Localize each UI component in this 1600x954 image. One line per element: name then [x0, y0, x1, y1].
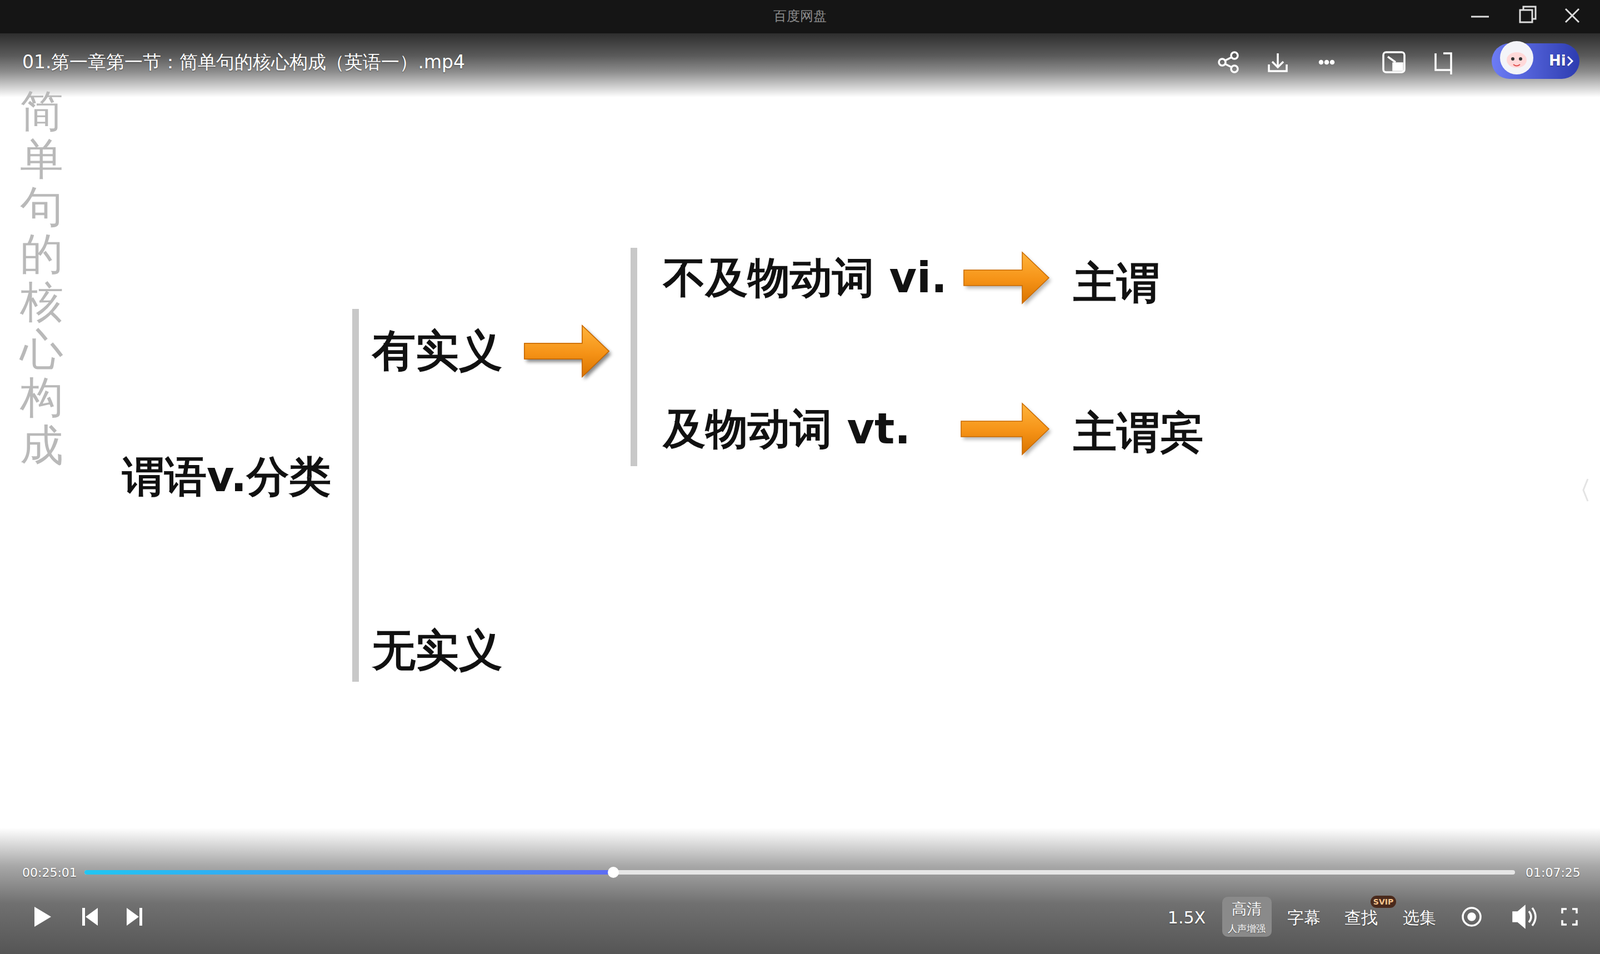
- progress-bar: [84, 866, 1515, 878]
- subtitle-button: 字幕: [1287, 907, 1321, 928]
- total-time: 01:07:25: [1525, 865, 1581, 880]
- app-title: 百度网盘: [773, 8, 827, 25]
- flow-arrow: [524, 325, 662, 429]
- vertical-title: 简单句的核心构成: [20, 87, 64, 469]
- node-text: 谓语v.分类: [122, 451, 332, 502]
- mind-map-node: 主谓: [1073, 257, 1160, 310]
- flow-arrow: [963, 252, 1052, 307]
- mind-map-node: 及物动词 vt.: [663, 403, 911, 454]
- assistant-greeting: Hi: [1548, 52, 1567, 70]
- speed-button: 1.5X: [1167, 907, 1206, 928]
- video-file-name: 01.第一章第一节：简单句的核心构成（英语一）.mp4: [22, 51, 465, 74]
- mind-map-node: 主谓宾: [1073, 406, 1204, 459]
- side-chevron: [1583, 478, 1588, 502]
- bracket-lines: [352, 247, 638, 682]
- control-bar: [0, 827, 1600, 954]
- node-text: 主谓宾: [1073, 406, 1204, 459]
- episodes-button: 选集: [1402, 907, 1437, 928]
- flow-arrow: [524, 277, 662, 380]
- mind-map-node: 无实义: [372, 624, 503, 677]
- mind-map-node: 有实义: [372, 325, 503, 378]
- node-text: 无实义: [372, 624, 503, 677]
- quality-button: 高清: [1231, 900, 1262, 918]
- mind-map-node: 谓语v.分类: [122, 451, 332, 502]
- flow-arrow: [961, 403, 1052, 458]
- title-bar-icons: [1218, 52, 1452, 75]
- node-text: 及物动词 vt.: [663, 403, 911, 454]
- player-buttons: [34, 895, 1577, 937]
- elapsed-time: 00:25:01: [22, 865, 78, 880]
- vip-badge: SVIP: [1373, 897, 1394, 907]
- node-text: 有实义: [372, 325, 503, 378]
- search-button: 查找: [1344, 907, 1378, 928]
- quality-subtitle: 人声增强: [1227, 922, 1266, 934]
- window-controls: [1471, 6, 1579, 23]
- node-text: 不及物动词 vi.: [663, 252, 948, 303]
- assistant-badge: [1491, 41, 1580, 79]
- node-text: 主谓: [1073, 257, 1160, 310]
- mind-map-node: 不及物动词 vi.: [663, 252, 948, 303]
